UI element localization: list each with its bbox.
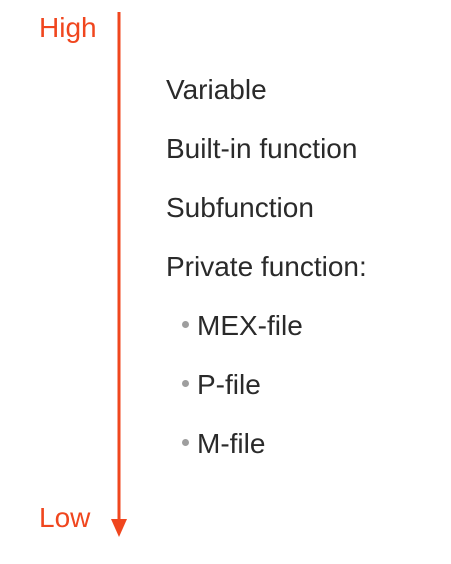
precedence-list: Variable Built-in function Subfunction P… (166, 72, 367, 485)
high-label: High (39, 12, 97, 43)
item-label: Variable (166, 74, 267, 105)
bullet-icon (182, 380, 189, 388)
item-label: Built-in function (166, 133, 358, 164)
list-item: Subfunction (166, 190, 367, 249)
bullet-icon (182, 321, 189, 329)
arrow-head-icon (111, 519, 127, 537)
item-label: Subfunction (166, 192, 314, 223)
bullet-icon (182, 439, 189, 447)
item-label: MEX-file (197, 310, 303, 341)
item-label: Private function: (166, 251, 367, 282)
low-label: Low (39, 502, 91, 533)
list-item: Variable (166, 72, 367, 131)
item-label: M-file (197, 428, 266, 459)
list-item: M-file (166, 426, 367, 485)
list-item: MEX-file (166, 308, 367, 367)
item-label: P-file (197, 369, 261, 400)
list-item: P-file (166, 367, 367, 426)
list-item: Private function: (166, 249, 367, 308)
list-item: Built-in function (166, 131, 367, 190)
